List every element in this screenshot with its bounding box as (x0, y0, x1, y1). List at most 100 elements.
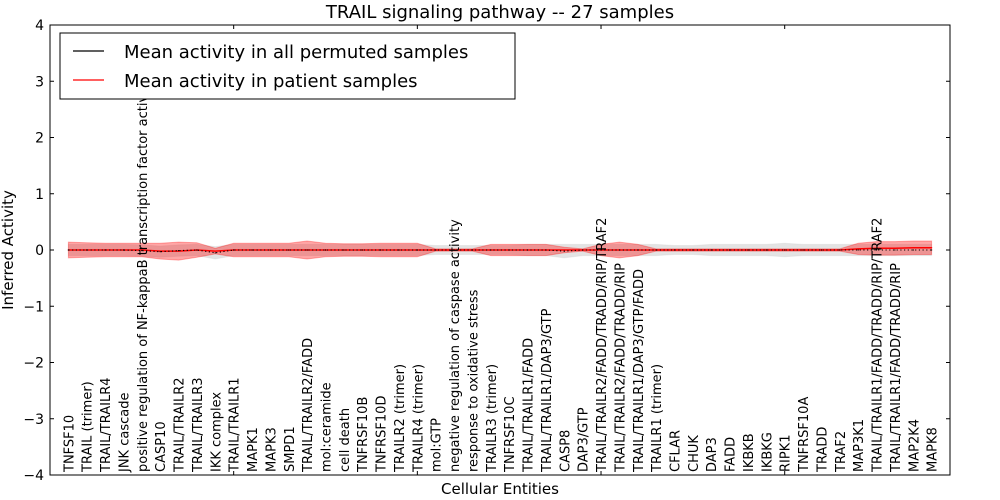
data-point (471, 249, 474, 251)
data-point (857, 249, 859, 251)
data-point (839, 249, 841, 251)
data-point (398, 249, 400, 251)
data-point (104, 249, 106, 251)
data-point (875, 249, 878, 251)
x-tick-label: CHUK (687, 435, 702, 472)
data-point (637, 249, 639, 251)
data-point (269, 249, 272, 251)
x-tick-label: TRAIL/TRAILR2/FADD (301, 338, 316, 473)
x-tick-label: TNFRSF10D (375, 396, 390, 473)
x-tick-label: CFLAR (669, 430, 684, 472)
x-tick-label: DAP3 (705, 437, 720, 472)
data-point (820, 249, 823, 251)
data-point (563, 250, 565, 252)
x-tick-label: SMPD1 (283, 426, 298, 472)
data-point (545, 249, 547, 251)
data-point (343, 249, 345, 251)
data-point (490, 249, 492, 251)
y-tick-label: −3 (23, 412, 44, 428)
x-tick-label: FADD (724, 437, 739, 472)
y-tick-label: −1 (23, 299, 44, 315)
x-tick-label: TRAIL (trimer) (81, 381, 96, 473)
y-tick-label: 3 (35, 74, 44, 90)
x-tick-label: TRAIL/TRAILR2/FADD/TRADD/RIP (613, 263, 628, 473)
x-tick-label: TNFRSF10A (797, 397, 812, 473)
data-point (655, 249, 657, 251)
x-tick-label: RIPK1 (779, 434, 794, 472)
data-point (361, 249, 363, 251)
data-point (912, 247, 914, 249)
x-tick-label: TRAIL/TRAILR1/FADD/TRADD/RIP/TRAF2 (871, 218, 886, 473)
x-tick-label: MAP2K4 (907, 419, 922, 472)
data-point (912, 249, 914, 251)
data-point (784, 249, 786, 251)
legend-label-patient: Mean activity in patient samples (124, 71, 418, 92)
data-point (324, 249, 327, 251)
x-tick-label: TRAIL/TRAILR1/FADD/TRADD/RIP (889, 263, 904, 473)
data-point (159, 251, 161, 253)
x-tick-label: TRAF2 (834, 431, 849, 473)
x-tick-label: CASP10 (154, 421, 169, 472)
x-tick-label: MAP3K1 (852, 419, 867, 472)
y-tick-label: 0 (35, 243, 44, 259)
data-point (435, 249, 437, 251)
x-tick-label: MAPK3 (264, 427, 279, 472)
x-tick-label: CASP8 (558, 430, 573, 472)
permuted-band (67, 242, 933, 260)
series-lines (67, 247, 933, 254)
data-point (875, 247, 878, 249)
data-point (306, 249, 308, 251)
x-tick-label: TRAILR4 (trimer) (411, 364, 426, 473)
data-point (67, 249, 69, 251)
data-point (86, 249, 88, 251)
data-point (526, 249, 529, 251)
data-point (508, 249, 510, 251)
data-point (416, 249, 418, 251)
data-point (931, 247, 933, 249)
data-point (214, 250, 216, 252)
x-tick-label: TRAILR3 (trimer) (485, 364, 500, 473)
x-tick-label: MAPK8 (926, 427, 941, 472)
legend-label-permuted: Mean activity in all permuted samples (124, 42, 468, 63)
legend: Mean activity in all permuted samples Me… (59, 32, 516, 100)
x-tick-label: negative regulation of caspase activity (448, 219, 463, 472)
x-tick-label: TRAIL/TRAILR3 (191, 377, 206, 473)
x-tick-label: JNK cascade (118, 393, 133, 473)
x-tick-label: cell death (338, 408, 353, 472)
x-tick-label: TRAIL/TRAILR1/DAP3/GTP/FADD (632, 269, 647, 473)
y-tick-label: 4 (35, 18, 44, 34)
x-tick-label: IKK complex (209, 392, 224, 472)
data-point (747, 249, 749, 251)
data-point (122, 249, 125, 251)
data-point (894, 249, 896, 251)
x-tick-label: response to oxidative stress (466, 289, 481, 472)
x-tick-label: mol:ceramide (320, 382, 335, 472)
legend-box (59, 32, 516, 100)
data-point (288, 249, 290, 251)
y-tick-label: 1 (35, 187, 44, 203)
x-tick-label: positive regulation of NF-kappaB transcr… (136, 78, 151, 472)
x-tick-label: mol:GTP (430, 418, 445, 472)
y-tick-label: −2 (23, 356, 44, 372)
data-point (673, 249, 676, 251)
x-tick-label: TNFRSF10B (356, 397, 371, 473)
data-point (214, 252, 216, 254)
data-point (141, 249, 143, 252)
chart-title: TRAIL signaling pathway -- 27 samples (325, 2, 674, 23)
x-tick-label: TRAIL/TRAILR2/FADD/TRADD/RIP/TRAF2 (595, 218, 610, 473)
data-point (196, 249, 198, 251)
x-tick-label: TRAILR1 (trimer) (650, 364, 665, 473)
x-tick-label: TNFSF10 (62, 415, 77, 473)
data-point (710, 249, 712, 251)
data-point (453, 249, 455, 251)
data-point (600, 249, 602, 251)
data-point (765, 249, 767, 251)
y-tick-label: 2 (35, 131, 44, 147)
data-point (857, 248, 859, 250)
x-tick-label: DAP3/GTP (577, 407, 592, 472)
data-point (582, 249, 584, 251)
y-axis-label: Inferred Activity (0, 190, 17, 310)
x-tick-label: IKBKB (742, 433, 757, 472)
x-tick-label: IKBKG (760, 432, 775, 472)
